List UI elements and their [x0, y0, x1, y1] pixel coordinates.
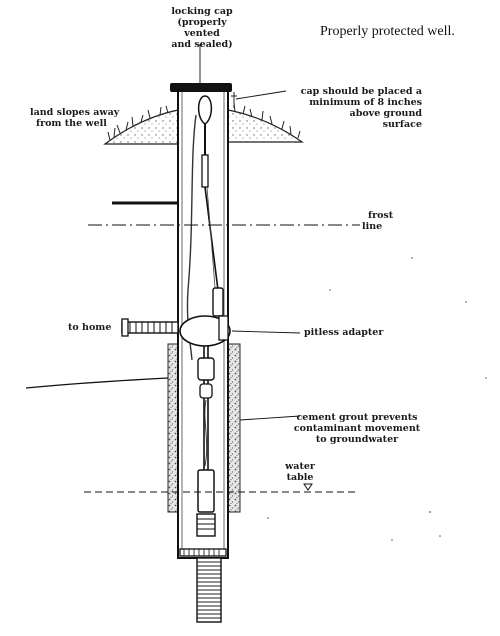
label-cement-grout: cement grout prevents contaminant moveme… [292, 412, 422, 445]
page-title: Properly protected well. [320, 24, 455, 39]
label-line: to groundwater [315, 434, 399, 445]
label-line: locking cap [171, 6, 233, 17]
label-line: frost [368, 210, 394, 221]
label-line: (properly vented [177, 17, 227, 39]
ground-mound-right [227, 109, 304, 143]
label-line: water [285, 461, 315, 472]
label-pitless-adapter: pitless adapter [304, 327, 384, 338]
label-land-slopes: land slopes away from the well [30, 107, 120, 129]
label-line: from the well [36, 118, 107, 129]
label-line: contaminant movement [293, 423, 421, 434]
label-to-home: to home [68, 322, 112, 333]
label-line: cap should be placed a [300, 86, 422, 97]
label-cap-height: cap should be placed a minimum of 8 inch… [272, 86, 422, 130]
locking-cap [170, 83, 232, 92]
label-line: land slopes away [30, 107, 120, 118]
grass [107, 102, 301, 141]
submersible-pump [197, 469, 215, 513]
label-line: surface [382, 119, 422, 130]
label-water-table: water table [282, 461, 318, 483]
pitless-adapter [179, 315, 231, 347]
label-line: above ground [349, 108, 422, 119]
label-line: minimum of 8 inches [309, 97, 422, 108]
label-line: and sealed) [171, 39, 233, 50]
label-line: cement grout prevents [296, 412, 418, 423]
label-line: table [286, 472, 314, 483]
label-line: line [362, 221, 383, 232]
label-frost-line: frost line [362, 210, 393, 232]
well-screen [196, 557, 222, 623]
label-locking-cap: locking cap (properly vented and sealed) [158, 6, 246, 50]
